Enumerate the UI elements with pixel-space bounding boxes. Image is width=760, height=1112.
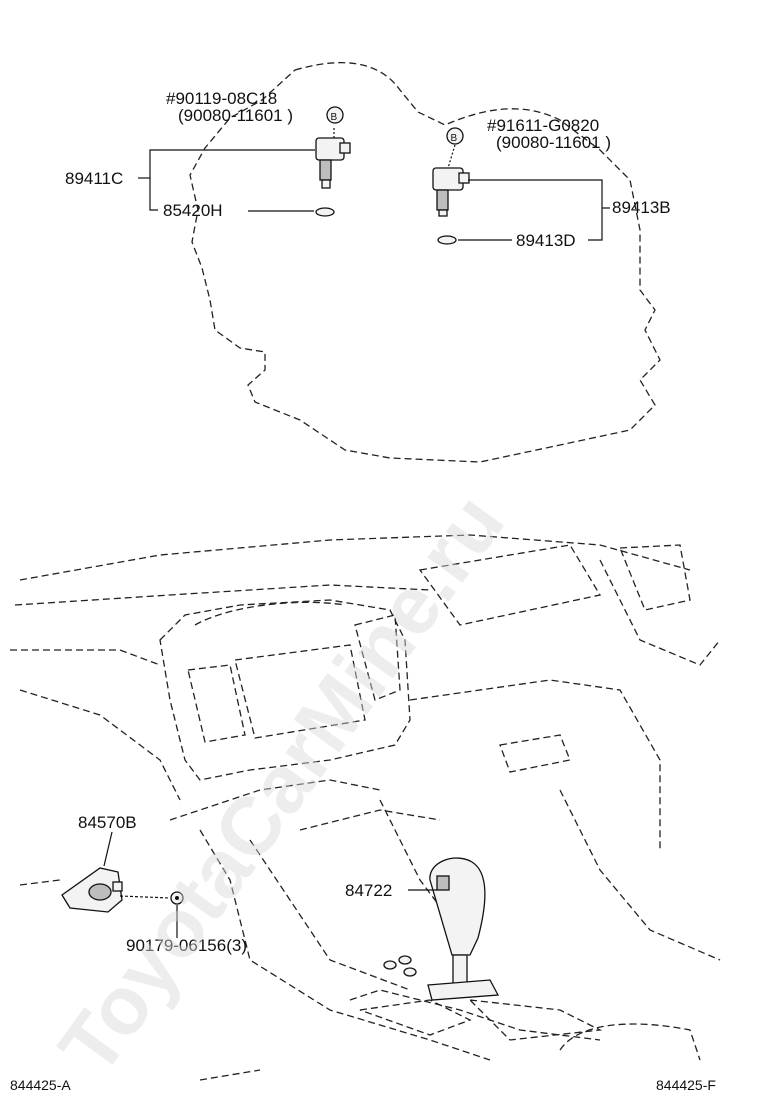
cam-position-sensor-left [315,137,351,189]
o-ring-right [437,235,457,245]
bolt-left-alt-label: (90080-11601 ) [178,106,293,125]
svg-text:B: B [451,133,458,144]
bolt-icon: B [446,127,464,145]
svg-text:B: B [331,112,338,123]
shift-knob-switch-label: 84722 [345,881,392,900]
transmission-outline [189,61,661,463]
dashboard-outline [10,534,721,1081]
screw-icon [170,891,184,905]
bolt-left-part-label: #90119-08C18 [166,89,277,108]
screw-label: 90179-06156(3) [126,936,247,955]
o-ring-left [315,207,335,217]
crank-position-sensor-right [432,167,470,217]
footer-right-code: 844425-F [656,1077,716,1093]
shift-lever [383,857,500,1001]
leader-lines-lower [103,831,437,938]
footer-left-code: 844425-A [10,1077,71,1093]
switch-84570b [61,867,123,913]
bolt-right-part-label: #91611-G0820 [487,116,599,135]
oring-left-label: 85420H [163,201,223,220]
switch-label: 84570B [78,813,137,832]
sensor-left-group-label: 89411C [65,169,123,188]
oring-right-label: 89413D [516,231,576,250]
bolt-right-alt-label: (90080-11601 ) [496,133,611,152]
sensor-right-group-label: 89413B [612,198,671,217]
bolt-icon: B [326,106,344,124]
leader-lines-upper [138,128,610,241]
